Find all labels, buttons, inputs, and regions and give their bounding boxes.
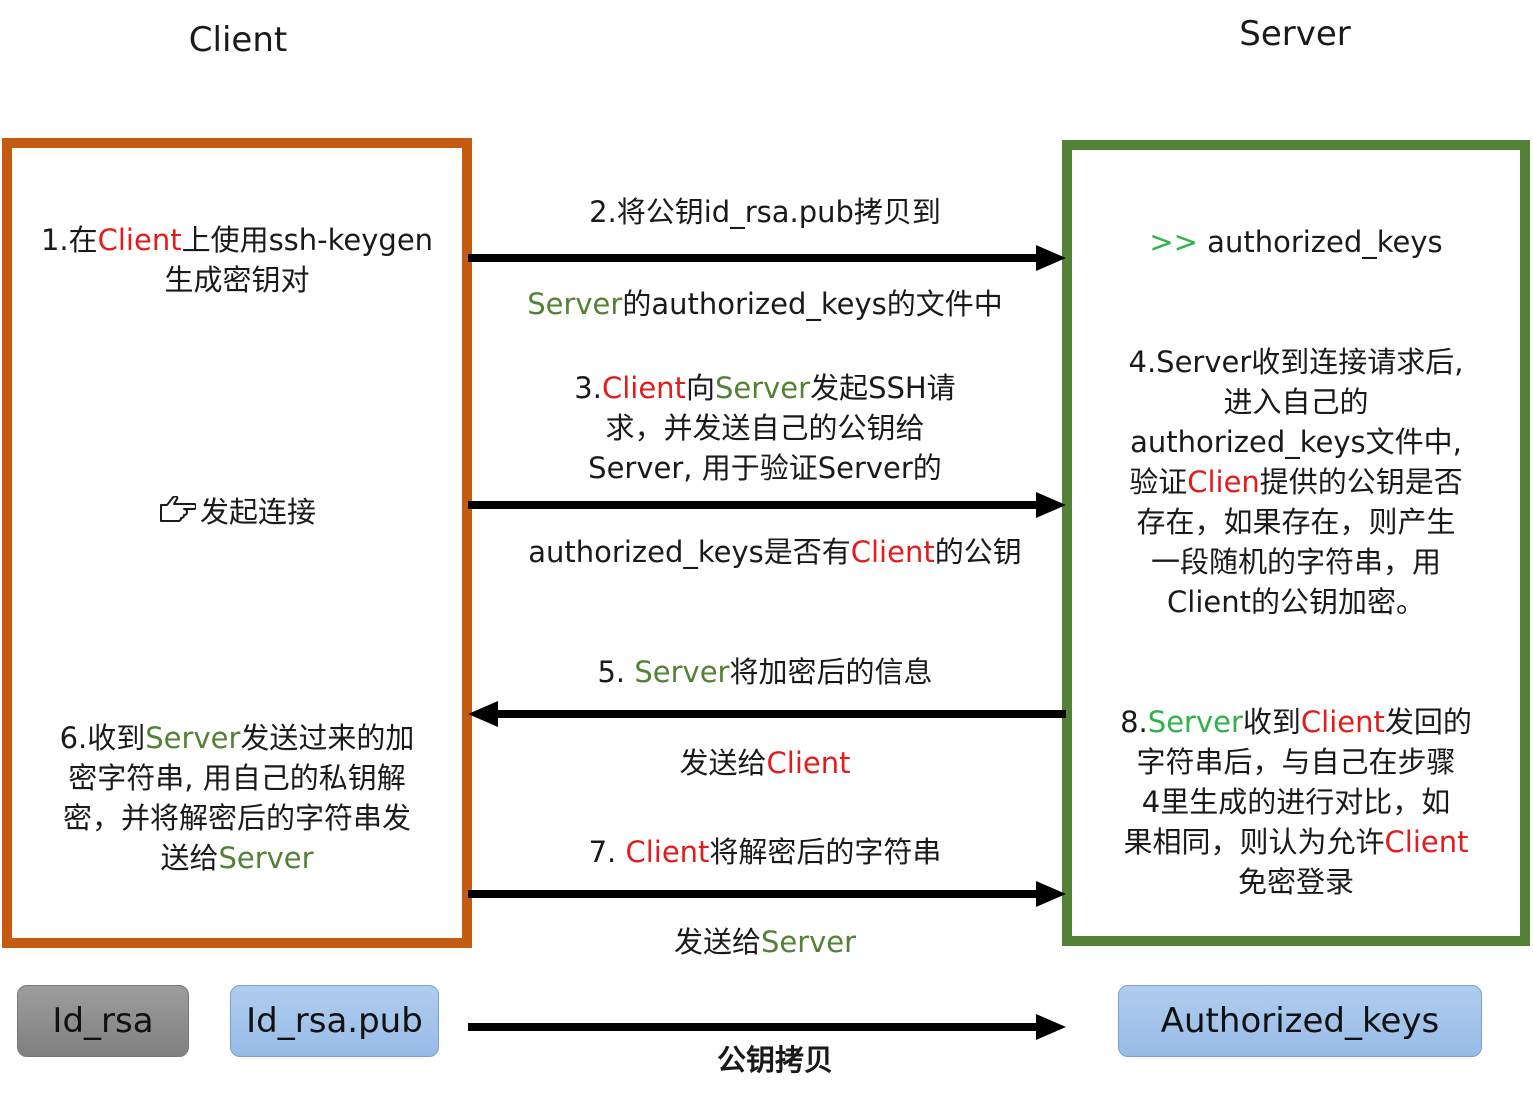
arrow3-label-above: 3.Client向Server发起SSH请 求，并发送自己的公钥给 Server… bbox=[574, 371, 956, 485]
arrow2-label-above: 2.将公钥id_rsa.pub拷贝到 bbox=[589, 195, 941, 229]
pointing-hand-icon bbox=[158, 494, 197, 534]
arrow-7-client-to-server bbox=[468, 881, 1066, 907]
server-header: Server bbox=[1239, 14, 1351, 54]
arrow-copy-key bbox=[468, 1014, 1066, 1040]
connect-label-row: 发起连接 bbox=[12, 492, 462, 534]
step8-text: 8.Server收到Client发回的 字符串后，与自己在步骤 4里生成的进行对… bbox=[1120, 705, 1472, 899]
arrow5-label-below: 发送给Client bbox=[679, 746, 851, 780]
step1-text: 1.在Client上使用ssh-keygen 生成密钥对 bbox=[40, 223, 434, 297]
server-box bbox=[1062, 140, 1530, 946]
step6-text: 6.收到Server发送过来的加 密字符串, 用自己的私钥解 密，并将解密后的字… bbox=[59, 721, 415, 875]
arrow-3-client-to-server bbox=[468, 492, 1066, 518]
client-header: Client bbox=[188, 20, 288, 60]
arrow-5-server-to-client bbox=[468, 701, 1066, 727]
arrow2-label-below: Server的authorized_keys的文件中 bbox=[527, 287, 1003, 321]
arrow5-label-above: 5. Server将加密后的信息 bbox=[597, 655, 933, 689]
arrow7-label-above: 7. Client将解密后的字符串 bbox=[588, 835, 942, 869]
arrow7-label-below: 发送给Server bbox=[673, 925, 857, 959]
id-rsa-pub-pill: Id_rsa.pub bbox=[230, 985, 439, 1057]
client-box bbox=[2, 138, 472, 948]
arrow3-label-below: authorized_keys是否有Client的公钥 bbox=[528, 535, 1022, 569]
arrow-2-client-to-server bbox=[468, 245, 1066, 271]
copy-label: 公钥拷贝 bbox=[716, 1043, 833, 1077]
connect-label: 发起连接 bbox=[199, 495, 316, 529]
id-rsa-pill: Id_rsa bbox=[17, 985, 189, 1057]
authorized-keys-label: >> authorized_keys bbox=[1149, 225, 1443, 259]
authorized-keys-pill: Authorized_keys bbox=[1118, 985, 1482, 1057]
step4-text: 4.Server收到连接请求后, 进入自己的 authorized_keys文件… bbox=[1128, 345, 1464, 619]
